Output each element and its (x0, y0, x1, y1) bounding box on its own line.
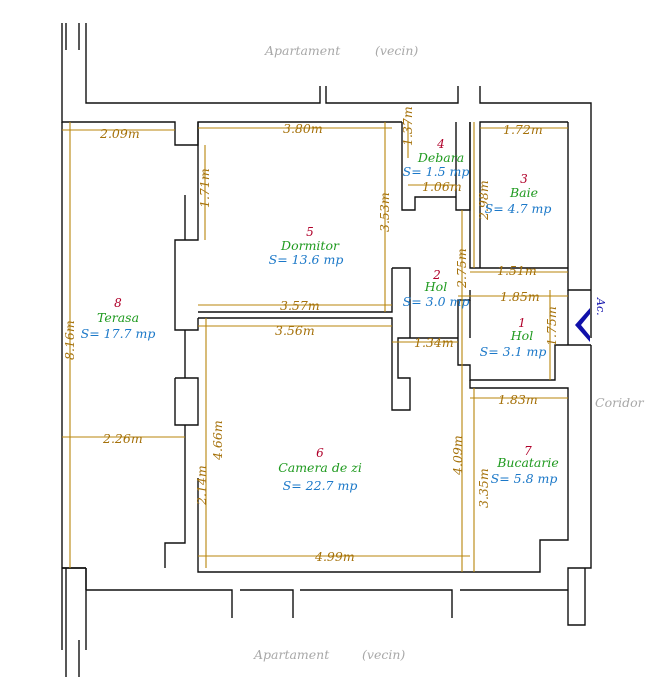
room-2-area: S= 3.0 mp (403, 294, 470, 309)
dimension-lines (62, 122, 568, 572)
room-labels: 8 Terasa S= 17.7 mp 5 Dormitor S= 13.6 m… (81, 137, 559, 493)
room-7-name: Bucatarie (496, 455, 559, 470)
terrace-interior-wall (164, 122, 199, 568)
room-3-name: Baie (509, 185, 538, 200)
dim-dormitor-left: 1.71m (197, 168, 212, 208)
room-5-number: 5 (306, 225, 314, 239)
dim-terasa-height: 8.16m (62, 320, 77, 360)
baie-walls (457, 121, 568, 338)
neighbor-top-suffix: (vecin) (375, 43, 418, 58)
dim-camera-bottom: 4.99m (314, 549, 355, 564)
dim-debara-height: 1.37m (400, 106, 415, 146)
top-wall-mid (325, 86, 459, 104)
dimension-labels: 2.09m 8.16m 2.26m 3.80m 1.71m 3.53m 3.57… (62, 106, 559, 564)
bottom-wall (62, 567, 568, 618)
dim-bucatarie-width: 1.83m (498, 392, 538, 407)
dim-bucatarie-height: 3.35m (476, 468, 491, 508)
dim-camera-height: 4.66m (210, 420, 225, 461)
room-4-name: Debara (417, 150, 464, 165)
dim-dormitor-bottom: 3.57m (280, 298, 320, 313)
dormitor-bottom-wall (198, 268, 458, 411)
neighbor-bottom-suffix: (vecin) (362, 647, 405, 662)
dim-baie-width: 1.72m (503, 122, 543, 137)
entrance-marker: Ac. (575, 297, 607, 342)
room-7-number: 7 (524, 444, 532, 458)
dim-dormitor-height: 3.53m (377, 192, 392, 232)
dim-baie-bottom: 1.51m (497, 263, 537, 278)
hol1-walls (457, 290, 591, 381)
room-3-number: 3 (520, 172, 528, 186)
dim-camera-right: 4.09m (450, 435, 465, 476)
room-6-name: Camera de zi (278, 460, 362, 475)
dim-hol1-height: 1.75m (544, 306, 559, 346)
room-8-name: Terasa (97, 310, 139, 325)
walls (61, 23, 592, 677)
room-5-area: S= 13.6 mp (269, 252, 344, 267)
dim-terasa-mid: 2.26m (102, 431, 143, 446)
room-8-area: S= 17.7 mp (81, 326, 156, 341)
bucatarie-walls (469, 345, 592, 626)
dim-camera-top: 3.56m (275, 323, 315, 338)
neighbor-top-label: Apartament (264, 43, 341, 58)
room-1-area: S= 3.1 mp (480, 344, 547, 359)
dim-dormitor-top: 3.80m (283, 121, 323, 136)
dim-camera-left: 2.14m (194, 465, 209, 506)
dim-hol1-width: 1.85m (500, 289, 540, 304)
corridor-label: Coridor (595, 395, 645, 410)
room-6-number: 6 (316, 446, 324, 460)
exterior-labels: Apartament (vecin) Apartament (vecin) Co… (253, 43, 645, 662)
room-1-name: Hol (510, 328, 533, 343)
dim-baie-height: 2.98m (476, 180, 491, 221)
room-3-area: S= 4.7 mp (485, 201, 552, 216)
dim-hol1-left: 1.34m (414, 335, 454, 350)
dim-hol2-height: 2.75m (454, 248, 469, 289)
room-8-number: 8 (114, 296, 122, 310)
room-1-number: 1 (518, 316, 526, 330)
room-2-number: 2 (432, 268, 441, 282)
dim-terasa-top: 2.09m (99, 126, 140, 141)
entrance-label: Ac. (594, 297, 607, 316)
dim-debara-width: 1.06m (422, 179, 462, 194)
entrance-arrow-icon (575, 308, 590, 342)
room-5-name: Dormitor (280, 238, 340, 253)
room-2-name: Hol (424, 279, 447, 294)
room-7-area: S= 5.8 mp (491, 471, 558, 486)
room-6-area: S= 22.7 mp (283, 478, 358, 493)
neighbor-bottom-label: Apartament (253, 647, 330, 662)
room-4-number: 4 (436, 137, 445, 151)
room-4-area: S= 1.5 mp (403, 164, 470, 179)
